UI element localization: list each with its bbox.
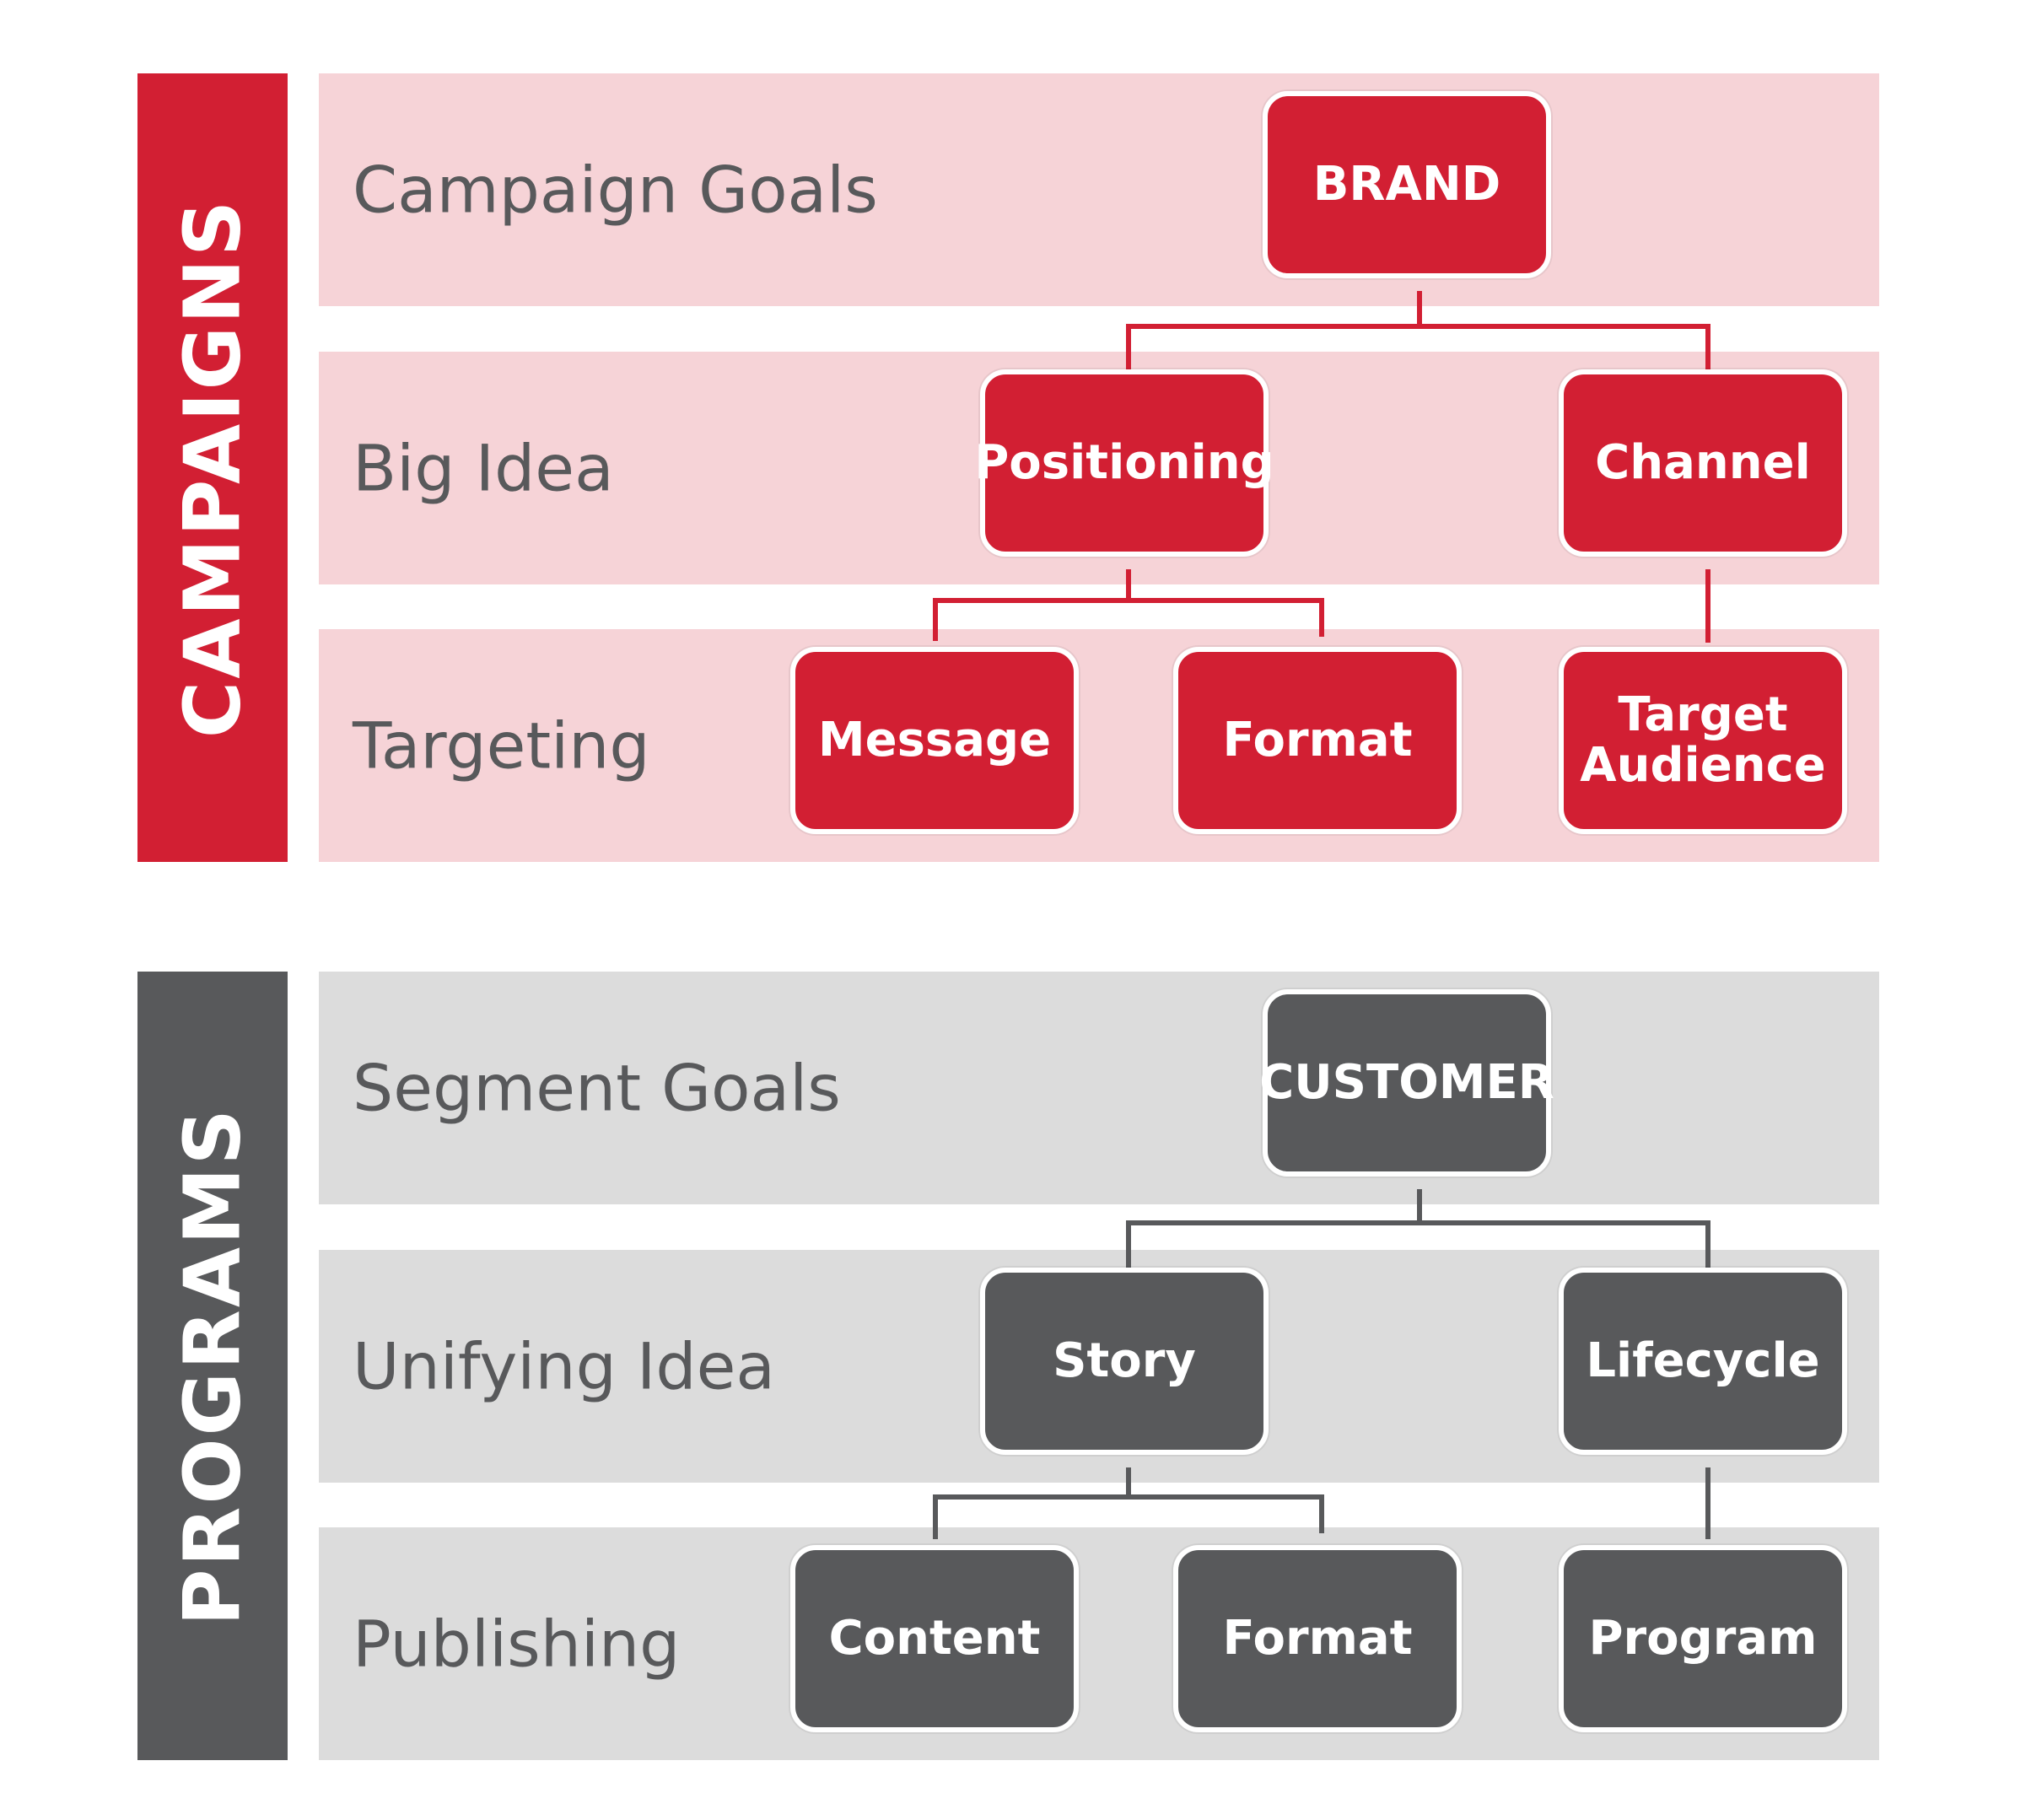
node-brand: BRAND	[1263, 91, 1551, 278]
node-content: Content	[790, 1545, 1079, 1732]
connector-brand-children	[1126, 291, 1422, 371]
band-label-campaign-goals: Campaign Goals	[353, 152, 878, 228]
node-brand-label: BRAND	[1312, 156, 1501, 212]
node-message: Message	[790, 647, 1079, 834]
node-customer-label: CUSTOMER	[1259, 1054, 1554, 1110]
band-label-segment-goals: Segment Goals	[353, 1050, 841, 1126]
node-story-label: Story	[1053, 1333, 1196, 1388]
band-label-publishing: Publishing	[353, 1606, 681, 1682]
band-label-unifying-idea: Unifying Idea	[353, 1328, 775, 1404]
node-program-label: Program	[1588, 1610, 1818, 1666]
node-positioning: Positioning	[974, 369, 1274, 557]
connector-customer-lifecycle	[1420, 1220, 1710, 1268]
campaigns-side-bar: CAMPAIGNS	[137, 73, 288, 862]
band-label-targeting: Targeting	[353, 708, 650, 783]
connector-positioning-format	[1129, 598, 1324, 637]
node-target-audience-line1: Target	[1618, 687, 1788, 742]
node-target-audience: Target Audience	[1559, 647, 1847, 834]
node-program-format-label: Format	[1222, 1610, 1413, 1666]
node-story: Story	[980, 1268, 1269, 1455]
node-positioning-label: Positioning	[974, 434, 1274, 490]
node-campaign-format: Format	[1173, 647, 1462, 834]
band-campaign-goals: Campaign Goals	[319, 73, 1879, 306]
programs-side-bar: PROGRAMS	[137, 972, 288, 1760]
node-channel-label: Channel	[1595, 434, 1811, 490]
band-segment-goals: Segment Goals	[319, 972, 1879, 1204]
node-content-label: Content	[828, 1610, 1041, 1666]
programs-connectors	[933, 1189, 1710, 1539]
connector-positioning-children	[933, 569, 1131, 641]
node-target-audience-text: Target Audience	[1580, 687, 1826, 793]
node-campaign-format-label: Format	[1222, 712, 1413, 767]
connector-story-children	[933, 1467, 1131, 1539]
node-message-label: Message	[817, 712, 1052, 767]
campaigns-connectors	[933, 291, 1710, 643]
node-program: Program	[1559, 1545, 1847, 1732]
connector-customer-children	[1126, 1189, 1422, 1268]
band-label-big-idea: Big Idea	[353, 430, 614, 506]
connector-brand-channel	[1420, 324, 1710, 371]
node-customer: CUSTOMER	[1259, 989, 1554, 1177]
node-lifecycle-label: Lifecycle	[1586, 1333, 1820, 1388]
node-target-audience-line2: Audience	[1580, 738, 1826, 793]
connector-story-format	[1129, 1494, 1324, 1533]
node-channel: Channel	[1559, 369, 1847, 557]
node-lifecycle: Lifecycle	[1559, 1268, 1847, 1455]
node-program-format: Format	[1173, 1545, 1462, 1732]
